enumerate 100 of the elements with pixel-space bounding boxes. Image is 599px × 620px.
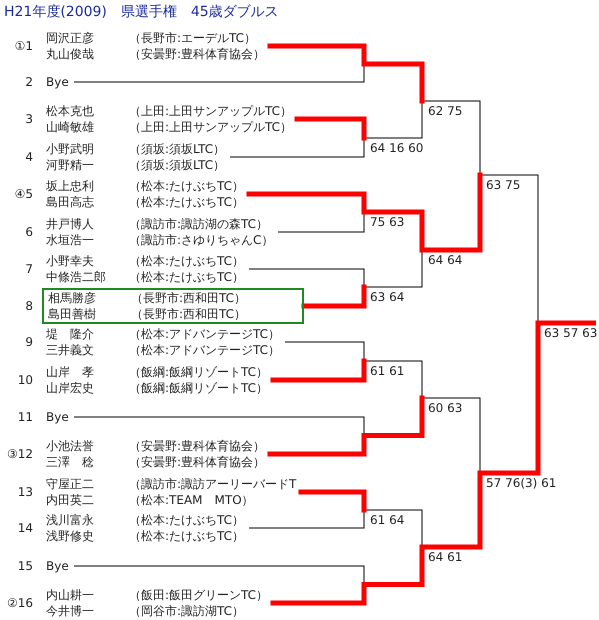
club-name: （松本:アドバンテージTC） — [129, 326, 280, 342]
entry-number: 6 — [24, 224, 33, 240]
match-score: 63 57 63 — [538, 323, 598, 340]
player-name: 内山耕一 — [46, 587, 94, 603]
club-name: （松本:アドバンテージTC） — [129, 342, 280, 358]
bye-label: Bye — [46, 558, 69, 574]
player-name: 坂上忠利 — [46, 178, 94, 194]
player-name: 三井義文 — [46, 342, 94, 358]
player-name: 内田英二 — [46, 492, 94, 508]
entry-number: 2 — [24, 74, 33, 90]
club-name: （松本:たけぶちTC） — [129, 528, 244, 544]
club-name: （飯田:飯田グリーンTC） — [129, 587, 268, 603]
club-name: （松本:たけぶちTC） — [129, 512, 244, 528]
club-name: （松本:たけぶちTC） — [129, 253, 244, 269]
bracket-line — [278, 212, 364, 232]
winner-line — [294, 116, 366, 140]
club-name: （松本:たけぶちTC） — [129, 269, 244, 285]
club-name: （安曇野:豊科体育協会） — [129, 438, 266, 454]
club-name: （須坂:須坂LTC） — [129, 157, 226, 173]
player-name: 小池法誉 — [46, 438, 94, 454]
bracket-line — [422, 100, 480, 176]
entry-number: ②16 — [6, 595, 33, 611]
player-name: 浅川富永 — [46, 512, 94, 528]
match-score: 63 64 — [364, 287, 404, 304]
bracket-line — [480, 174, 538, 324]
bracket-line — [422, 398, 480, 474]
player-name: 丸山俊哉 — [46, 46, 94, 62]
player-name: 小野武明 — [46, 141, 94, 157]
player-name: 山岸 孝 — [46, 364, 94, 380]
winner-line — [268, 44, 424, 104]
entry-number: 15 — [16, 558, 33, 574]
club-name: （上田:上田サンアップルTC） — [129, 119, 292, 135]
bracket-line — [364, 510, 422, 548]
bracket-line — [284, 342, 364, 362]
match-score: 75 63 — [364, 212, 404, 229]
club-name: （長野市:西和田TC） — [131, 290, 246, 306]
winner-line — [270, 358, 366, 382]
match-score: 57 76(3) 61 — [480, 473, 556, 490]
match-score: 63 75 — [480, 175, 520, 192]
player-name: 岡沢正彦 — [46, 30, 94, 46]
entry-number: 10 — [16, 372, 33, 388]
player-name: 守屋正二 — [46, 476, 94, 492]
player-name: 井戸博人 — [46, 216, 94, 232]
player-name: 相馬勝彦 — [48, 290, 96, 306]
club-name: （安曇野:豊科体育協会） — [129, 454, 266, 470]
entry-number: 11 — [16, 409, 33, 425]
entry-number: 13 — [16, 484, 33, 500]
bracket-line — [248, 510, 364, 528]
match-score: 64 61 — [422, 547, 462, 564]
bye-label: Bye — [46, 74, 69, 90]
club-name: （松本:たけぶちTC） — [129, 178, 244, 194]
club-name: （松本:たけぶちTC） — [129, 194, 244, 210]
match-score: 60 63 — [422, 398, 462, 415]
bracket-line — [230, 138, 364, 158]
club-name: （岡谷市:諏訪湖TC） — [129, 603, 244, 619]
match-score: 64 16 60 — [364, 138, 424, 155]
player-name: 浅野修史 — [46, 528, 94, 544]
bye-label: Bye — [46, 409, 69, 425]
entry-number: 7 — [24, 261, 33, 277]
club-name: （飯綱:飯綱リゾートTC） — [129, 380, 268, 396]
club-name: （飯綱:飯綱リゾートTC） — [129, 364, 268, 380]
bracket-line — [364, 360, 422, 398]
club-name: （上田:上田サンアップルTC） — [129, 103, 292, 119]
entry-number: 9 — [24, 334, 33, 350]
match-score: 64 64 — [422, 250, 462, 267]
club-name: （諏訪市:諏訪アーリーバードT — [129, 476, 296, 492]
club-name: （諏訪市:さゆりちゃんC） — [129, 232, 274, 248]
player-name: 山崎敏雄 — [46, 119, 94, 135]
entry-number: ③12 — [6, 446, 33, 462]
entry-box — [42, 288, 304, 324]
title: H21年度(2009) 県選手権 45歳ダブルス — [4, 3, 279, 21]
match-score: 61 64 — [364, 510, 404, 527]
player-name: 山岸宏史 — [46, 380, 94, 396]
player-name: 松本克也 — [46, 103, 94, 119]
bracket-line — [248, 268, 364, 288]
entry-number: 3 — [24, 111, 33, 127]
winner-line — [298, 490, 366, 512]
entry-number: 14 — [16, 520, 33, 536]
entry-number: 4 — [24, 149, 33, 165]
club-name: （諏訪市:諏訪湖の森TC） — [129, 216, 268, 232]
entry-number: 8 — [24, 298, 33, 314]
match-score: 62 75 — [422, 101, 462, 118]
club-name: （安曇野:豊科体育協会） — [129, 46, 266, 62]
player-name: 中條浩二郎 — [46, 269, 106, 285]
player-name: 堤 隆介 — [46, 326, 94, 342]
player-name: 島田善樹 — [48, 306, 96, 322]
winner-line — [302, 284, 366, 308]
entry-number: ④5 — [14, 186, 33, 202]
player-name: 島田高志 — [46, 194, 94, 210]
match-score: 61 61 — [364, 361, 404, 378]
entry-number: ①1 — [14, 38, 33, 54]
player-name: 小野幸夫 — [46, 253, 94, 269]
club-name: （長野市:西和田TC） — [131, 306, 246, 322]
player-name: 河野精一 — [46, 157, 94, 173]
bracket-line — [364, 100, 422, 138]
player-name: 三澤 稔 — [46, 454, 94, 470]
player-name: 今井博一 — [46, 603, 94, 619]
club-name: （須坂:須坂LTC） — [129, 141, 226, 157]
bracket-line — [364, 250, 422, 288]
winner-line — [268, 396, 424, 456]
